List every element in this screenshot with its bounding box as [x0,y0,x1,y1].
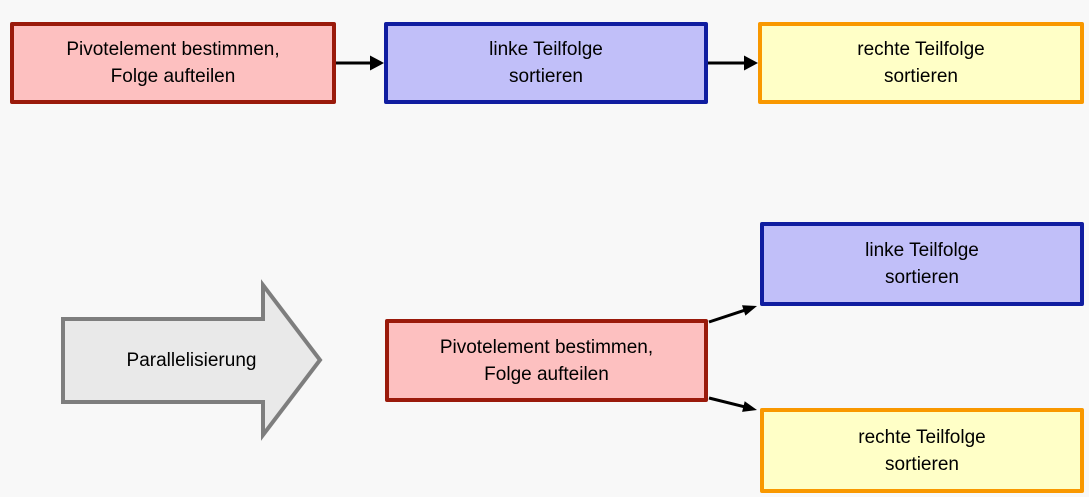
seq-left-line2: sortieren [509,66,583,87]
par-arrow-pivot-to-right-icon [708,396,757,412]
seq-pivot-line1: Pivotelement bestimmen, [66,39,280,60]
par-left-line1: linke Teilfolge [865,240,979,261]
seq-right-subsequence-box: rechte Teilfolge sortieren [758,22,1084,104]
par-left-subsequence-box: linke Teilfolge sortieren [760,222,1084,306]
par-right-line1: rechte Teilfolge [858,426,986,448]
seq-left-subsequence-box: linke Teilfolge sortieren [384,22,708,104]
par-arrow-pivot-to-left-icon [708,305,757,324]
seq-pivot-line2: Folge aufteilen [110,66,236,87]
par-left-line2: sortieren [885,267,959,288]
seq-arrow-left-to-right-icon [708,55,758,71]
par-pivot-line1: Pivotelement bestimmen, [439,336,654,358]
seq-left-line1: linke Teilfolge [489,39,603,60]
par-right-line2: sortieren [885,453,959,475]
par-pivot-box: Pivotelement bestimmen, Folge aufteilen [385,319,708,402]
par-right-subsequence-box: rechte Teilfolge sortieren [760,408,1084,493]
seq-right-line1: rechte Teilfolge [857,39,985,60]
seq-right-line2: sortieren [884,66,958,87]
seq-arrow-pivot-to-left-icon [336,55,384,71]
seq-pivot-box: Pivotelement bestimmen, Folge aufteilen [10,22,336,104]
parallelization-label: Parallelisierung [126,349,257,371]
par-pivot-line2: Folge aufteilen [484,363,609,385]
